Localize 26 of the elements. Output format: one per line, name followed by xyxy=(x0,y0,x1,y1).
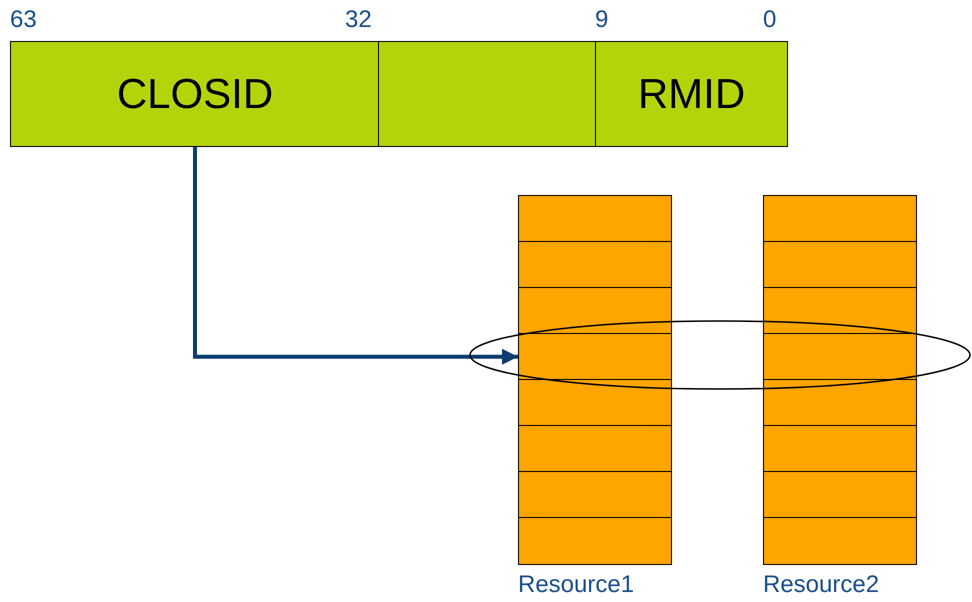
column-label: Resource1 xyxy=(518,571,634,599)
resource-slot xyxy=(518,425,672,472)
resource-slot xyxy=(518,379,672,426)
bit-number: 9 xyxy=(595,6,608,34)
resource-slot xyxy=(763,333,917,380)
resource-slot xyxy=(763,379,917,426)
arrow xyxy=(193,147,518,365)
resource-slot xyxy=(518,195,672,242)
bit-number: 63 xyxy=(10,6,37,34)
resource-slot xyxy=(763,425,917,472)
register-field xyxy=(378,41,597,147)
register-field: RMID xyxy=(595,41,788,147)
column-label: Resource2 xyxy=(763,571,880,599)
resource-slot xyxy=(518,241,672,288)
bit-number: 0 xyxy=(763,6,776,34)
resource-slot xyxy=(518,471,672,518)
bit-number: 32 xyxy=(345,6,372,34)
resource-slot xyxy=(518,333,672,380)
resource-slot xyxy=(763,241,917,288)
resource-slot xyxy=(763,287,917,334)
resource-slot xyxy=(518,517,672,564)
resource-slot xyxy=(763,195,917,242)
register-field: CLOSID xyxy=(10,41,380,147)
resource-slot xyxy=(763,471,917,518)
resource-slot xyxy=(518,287,672,334)
resource-slot xyxy=(763,517,917,564)
